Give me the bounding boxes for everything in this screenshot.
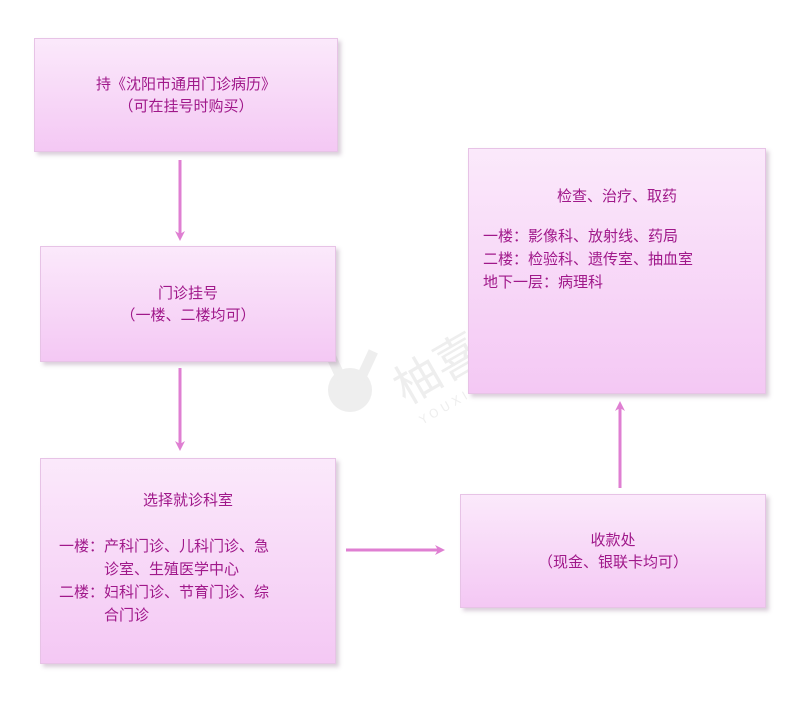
step-choose-department: 选择就诊科室 一楼：产科门诊、儿科门诊、急 诊室、生殖医学中心 二楼：妇科门诊、… (40, 458, 336, 664)
department-floor2-line2: 合门诊 (104, 606, 150, 624)
step-registration: 门诊挂号 （一楼、二楼均可） (40, 246, 336, 362)
step-exam-treatment: 检查、治疗、取药 一楼：影像科、放射线、药局 二楼：检验科、遗传室、抽血室 地下… (468, 148, 766, 394)
step-payment-line2: （现金、银联卡均可） (537, 553, 688, 571)
department-floor1-line2: 诊室、生殖医学中心 (104, 560, 240, 578)
step-payment: 收款处 （现金、银联卡均可） (460, 494, 766, 608)
step-registration-line2: （一楼、二楼均可） (120, 306, 256, 324)
step-medical-records: 持《沈阳市通用门诊病历》 （可在挂号时购买） (34, 38, 338, 152)
department-floor1-line1: 一楼：产科门诊、儿科门诊、急 (59, 537, 270, 555)
exam-floor2: 二楼：检验科、遗传室、抽血室 (483, 250, 694, 268)
department-floor2-line1: 二楼：妇科门诊、节育门诊、综 (59, 583, 270, 601)
step-payment-line1: 收款处 (590, 531, 636, 549)
step-registration-line1: 门诊挂号 (157, 284, 218, 302)
step-exam-treatment-title: 检查、治疗、取药 (556, 187, 677, 205)
exam-floor1: 一楼：影像科、放射线、药局 (483, 227, 679, 245)
step-choose-department-title: 选择就诊科室 (142, 491, 233, 509)
step-medical-records-line1: 持《沈阳市通用门诊病历》 (95, 75, 276, 93)
step-medical-records-line2: （可在挂号时购买） (118, 97, 254, 115)
exam-basement: 地下一层：病理科 (483, 273, 604, 291)
